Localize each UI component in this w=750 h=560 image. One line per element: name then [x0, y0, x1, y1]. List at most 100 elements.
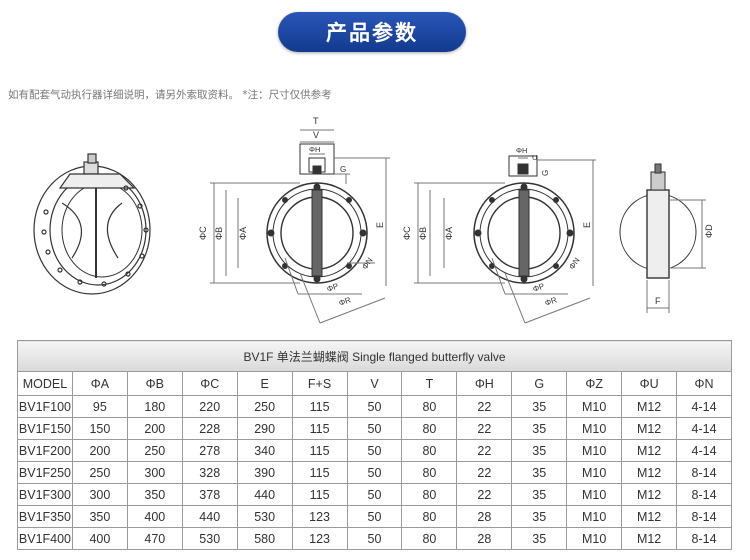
table-cell: 115: [291, 417, 348, 440]
model-cell: BV1F200: [17, 439, 73, 462]
label-T: T: [313, 116, 319, 126]
column-header: T: [401, 371, 458, 396]
table-cell: 180: [126, 395, 183, 418]
table-cell: M12: [621, 483, 678, 506]
table-cell: 50: [346, 461, 403, 484]
label-PA: ΦA: [238, 227, 248, 240]
table-cell: 35: [511, 461, 568, 484]
table-cell: 4-14: [676, 395, 732, 418]
table-cell: M12: [621, 461, 678, 484]
column-header: ΦH: [456, 371, 513, 396]
model-cell: BV1F300: [17, 483, 73, 506]
section-title: 产品参数: [278, 12, 466, 52]
table-cell: 80: [401, 483, 458, 506]
table-cell: 28: [456, 527, 513, 550]
table-cell: 95: [71, 395, 128, 418]
table-cell: 80: [401, 505, 458, 528]
column-header: G: [511, 371, 568, 396]
table-cell: 400: [126, 505, 183, 528]
label-E-2: E: [582, 222, 592, 228]
table-cell: M12: [621, 527, 678, 550]
table-cell: 22: [456, 461, 513, 484]
table-cell: 4-14: [676, 439, 732, 462]
table-cell: 123: [291, 527, 348, 550]
front-view-drawing: [210, 129, 390, 324]
label-PN: ΦN: [360, 256, 374, 271]
table-cell: 80: [401, 461, 458, 484]
table-cell: 250: [236, 395, 293, 418]
table-cell: 8-14: [676, 527, 732, 550]
technical-drawings: T V ΦH G ΦC ΦB ΦA E ΦN ΦP ΦR Φ: [33, 116, 714, 324]
table-cell: 115: [291, 395, 348, 418]
table-cell: 115: [291, 461, 348, 484]
table-cell: 250: [71, 461, 128, 484]
table-cell: M10: [566, 417, 623, 440]
table-cell: 350: [126, 483, 183, 506]
table-cell: 250: [126, 439, 183, 462]
table-cell: 22: [456, 417, 513, 440]
model-cell: BV1F350: [17, 505, 73, 528]
label-PD: ΦD: [704, 224, 714, 238]
label-PN-2: ΦN: [567, 256, 581, 271]
column-header: ΦC: [181, 371, 238, 396]
table-cell: M10: [566, 505, 623, 528]
table-cell: 200: [71, 439, 128, 462]
table-cell: 123: [291, 505, 348, 528]
table-cell: 400: [71, 527, 128, 550]
table-cell: M12: [621, 395, 678, 418]
table-cell: 530: [181, 527, 238, 550]
table-cell: 470: [126, 527, 183, 550]
table-cell: M10: [566, 527, 623, 550]
table-cell: 22: [456, 395, 513, 418]
valve-perspective-drawing: [33, 153, 151, 295]
column-header: ΦZ: [566, 371, 623, 396]
table-cell: 115: [291, 439, 348, 462]
label-G-2: G: [541, 170, 550, 176]
table-cell: M10: [566, 395, 623, 418]
table-cell: M12: [621, 417, 678, 440]
label-G: G: [340, 165, 346, 174]
table-cell: 150: [71, 417, 128, 440]
label-F: F: [655, 296, 661, 306]
column-header: F+S: [291, 371, 348, 396]
table-cell: 80: [401, 395, 458, 418]
table-cell: 50: [346, 483, 403, 506]
table-cell: 8-14: [676, 483, 732, 506]
table-cell: 50: [346, 417, 403, 440]
table-cell: M12: [621, 439, 678, 462]
column-header: V: [346, 371, 403, 396]
front-view-drawing-2: [414, 155, 596, 324]
table-cell: 390: [236, 461, 293, 484]
table-cell: 22: [456, 439, 513, 462]
table-caption: BV1F 单法兰蝴蝶阀 Single flanged butterfly val…: [17, 340, 732, 372]
table-cell: 200: [126, 417, 183, 440]
label-PH: ΦH: [309, 145, 320, 154]
label-E: E: [375, 222, 385, 228]
table-cell: 80: [401, 439, 458, 462]
table-cell: 220: [181, 395, 238, 418]
table-cell: 278: [181, 439, 238, 462]
table-cell: 35: [511, 417, 568, 440]
table-cell: 35: [511, 527, 568, 550]
table-cell: 580: [236, 527, 293, 550]
table-cell: 350: [71, 505, 128, 528]
label-PR: ΦR: [338, 295, 353, 308]
model-cell: BV1F100: [17, 395, 73, 418]
label-PB: ΦB: [214, 227, 224, 240]
column-header: ΦU: [621, 371, 678, 396]
column-header: MODEL: [17, 371, 73, 396]
table-cell: 440: [181, 505, 238, 528]
column-header: ΦA: [71, 371, 128, 396]
table-cell: 8-14: [676, 461, 732, 484]
label-U: U: [532, 153, 537, 162]
label-PP: ΦP: [326, 281, 340, 293]
table-cell: M12: [621, 505, 678, 528]
table-cell: 50: [346, 439, 403, 462]
